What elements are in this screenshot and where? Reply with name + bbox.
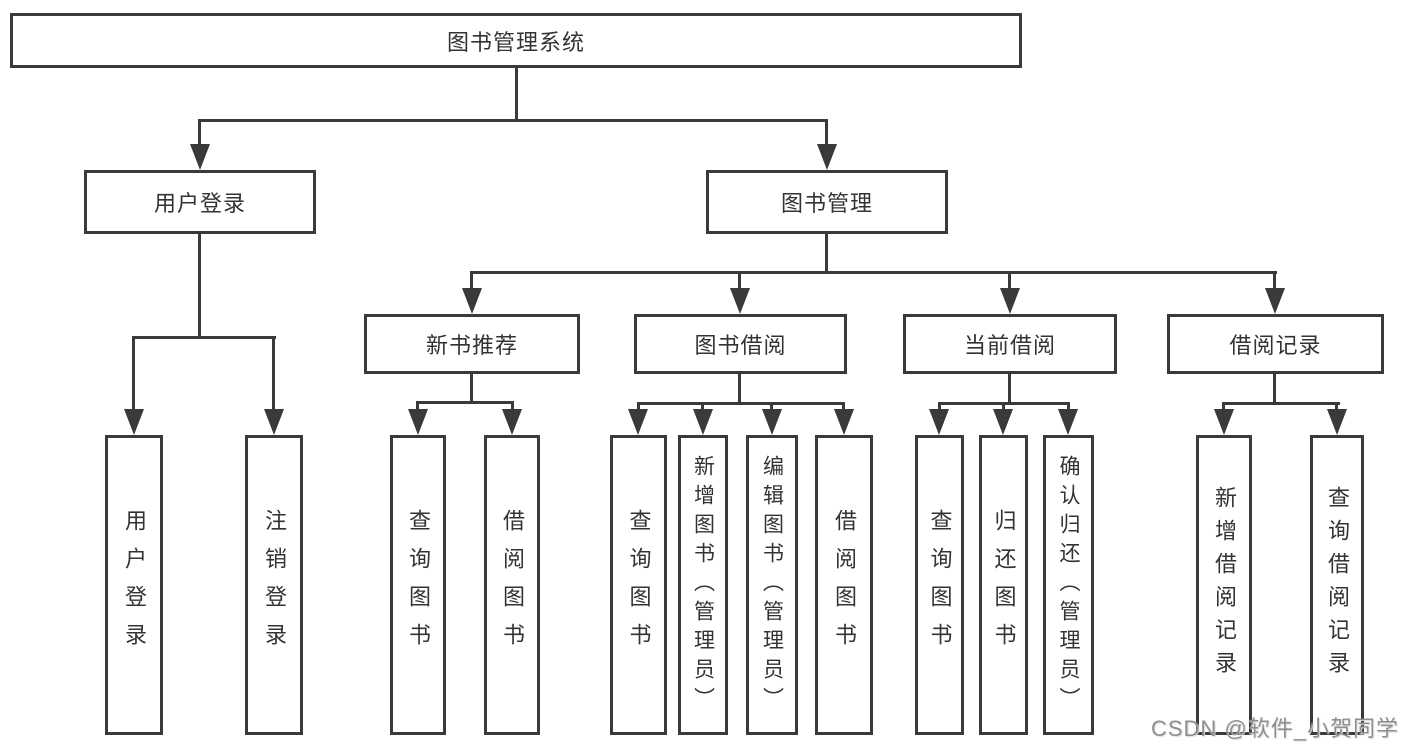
node-rec-query-books: 查询图书	[390, 435, 446, 735]
connector-line	[1067, 402, 1070, 415]
node-label: 借阅记录	[1229, 333, 1322, 358]
node-current-confirm-return-admin: 确认归还（管理员）	[1043, 435, 1094, 735]
node-records-query-record: 查询借阅记录	[1310, 435, 1364, 735]
connector-line	[637, 402, 845, 405]
arrow-down-icon	[1327, 409, 1347, 435]
node-label: 新书推荐	[425, 333, 518, 358]
node-current-borrowing: 当前借阅	[903, 314, 1117, 374]
node-label: 查询借阅记录	[1325, 486, 1350, 684]
connector-line	[1222, 402, 1225, 415]
node-label: 查询图书	[626, 509, 652, 661]
node-label: 借阅图书	[500, 509, 525, 661]
arrow-down-icon	[462, 288, 482, 314]
connector-line	[198, 119, 201, 151]
arrow-down-icon	[929, 409, 949, 435]
node-label: 新增图书（管理员）	[691, 454, 715, 716]
node-borrow-records: 借阅记录	[1167, 314, 1384, 374]
arrow-down-icon	[1058, 409, 1078, 435]
connector-line	[272, 336, 275, 416]
node-label: 图书借阅	[694, 333, 787, 358]
connector-line	[770, 402, 773, 415]
arrow-down-icon	[993, 409, 1013, 435]
node-label: 图书管理	[780, 191, 873, 216]
arrow-down-icon	[762, 409, 782, 435]
connector-line	[825, 119, 828, 151]
arrow-down-icon	[1214, 409, 1234, 435]
arrow-down-icon	[834, 409, 854, 435]
connector-line	[198, 234, 201, 338]
arrow-down-icon	[408, 409, 428, 435]
node-label: 确认归还（管理员）	[1057, 454, 1080, 716]
arrow-down-icon	[502, 409, 522, 435]
node-label: 新增借阅记录	[1212, 486, 1237, 684]
node-label: 图书管理系统	[446, 29, 585, 55]
connector-line	[1273, 374, 1276, 404]
node-label: 注销登录	[262, 509, 287, 661]
node-records-add-record: 新增借阅记录	[1196, 435, 1252, 735]
connector-line	[470, 271, 473, 297]
node-label: 当前借阅	[963, 333, 1056, 358]
node-borrow-edit-books-admin: 编辑图书（管理员）	[746, 435, 798, 735]
node-library-system: 图书管理系统	[10, 13, 1022, 68]
arrow-down-icon	[124, 409, 144, 435]
connector-line	[738, 271, 741, 297]
connector-line	[1008, 374, 1011, 404]
arrow-down-icon	[1000, 288, 1020, 314]
connector-line	[132, 336, 135, 416]
arrow-down-icon	[628, 409, 648, 435]
connector-line	[825, 234, 828, 273]
node-label: 归还图书	[991, 509, 1017, 661]
node-label: 查询图书	[927, 509, 953, 661]
connector-line	[1335, 402, 1338, 415]
connector-line	[511, 401, 514, 415]
connector-line	[842, 402, 845, 415]
connector-line	[1222, 402, 1340, 405]
connector-line	[701, 402, 704, 415]
node-new-book-recommend: 新书推荐	[364, 314, 580, 374]
node-label: 编辑图书（管理员）	[760, 454, 784, 716]
connector-line	[470, 374, 473, 403]
connector-line	[1273, 271, 1276, 297]
arrow-down-icon	[264, 409, 284, 435]
connector-line	[515, 68, 518, 121]
connector-line	[198, 119, 828, 122]
connector-line	[1002, 402, 1005, 415]
node-rec-borrow-books: 借阅图书	[484, 435, 540, 735]
node-borrow-query-books: 查询图书	[610, 435, 667, 735]
node-label: 用户登录	[122, 509, 147, 661]
arrow-down-icon	[817, 144, 837, 170]
node-book-borrowing: 图书借阅	[634, 314, 847, 374]
watermark-text: CSDN @软件_小贺同学	[1150, 716, 1399, 741]
connector-line	[416, 401, 514, 404]
node-label: 用户登录	[153, 191, 246, 216]
arrow-down-icon	[730, 288, 750, 314]
node-current-return-books: 归还图书	[979, 435, 1028, 735]
connector-line	[132, 336, 276, 339]
node-current-query-books: 查询图书	[915, 435, 964, 735]
connector-line	[416, 401, 419, 415]
node-login: 用户登录	[105, 435, 163, 735]
arrow-down-icon	[693, 409, 713, 435]
node-borrow-borrow-books: 借阅图书	[815, 435, 873, 735]
node-label: 查询图书	[406, 509, 431, 661]
connector-line	[1008, 271, 1011, 297]
connector-line	[470, 271, 1277, 274]
connector-line	[938, 402, 941, 415]
connector-line	[738, 374, 741, 404]
connector-line	[637, 402, 640, 415]
node-label: 借阅图书	[832, 509, 857, 661]
arrow-down-icon	[1265, 288, 1285, 314]
arrow-down-icon	[190, 144, 210, 170]
node-book-management: 图书管理	[706, 170, 948, 234]
node-borrow-add-books-admin: 新增图书（管理员）	[678, 435, 728, 735]
node-logout: 注销登录	[245, 435, 303, 735]
node-user-login: 用户登录	[84, 170, 316, 234]
